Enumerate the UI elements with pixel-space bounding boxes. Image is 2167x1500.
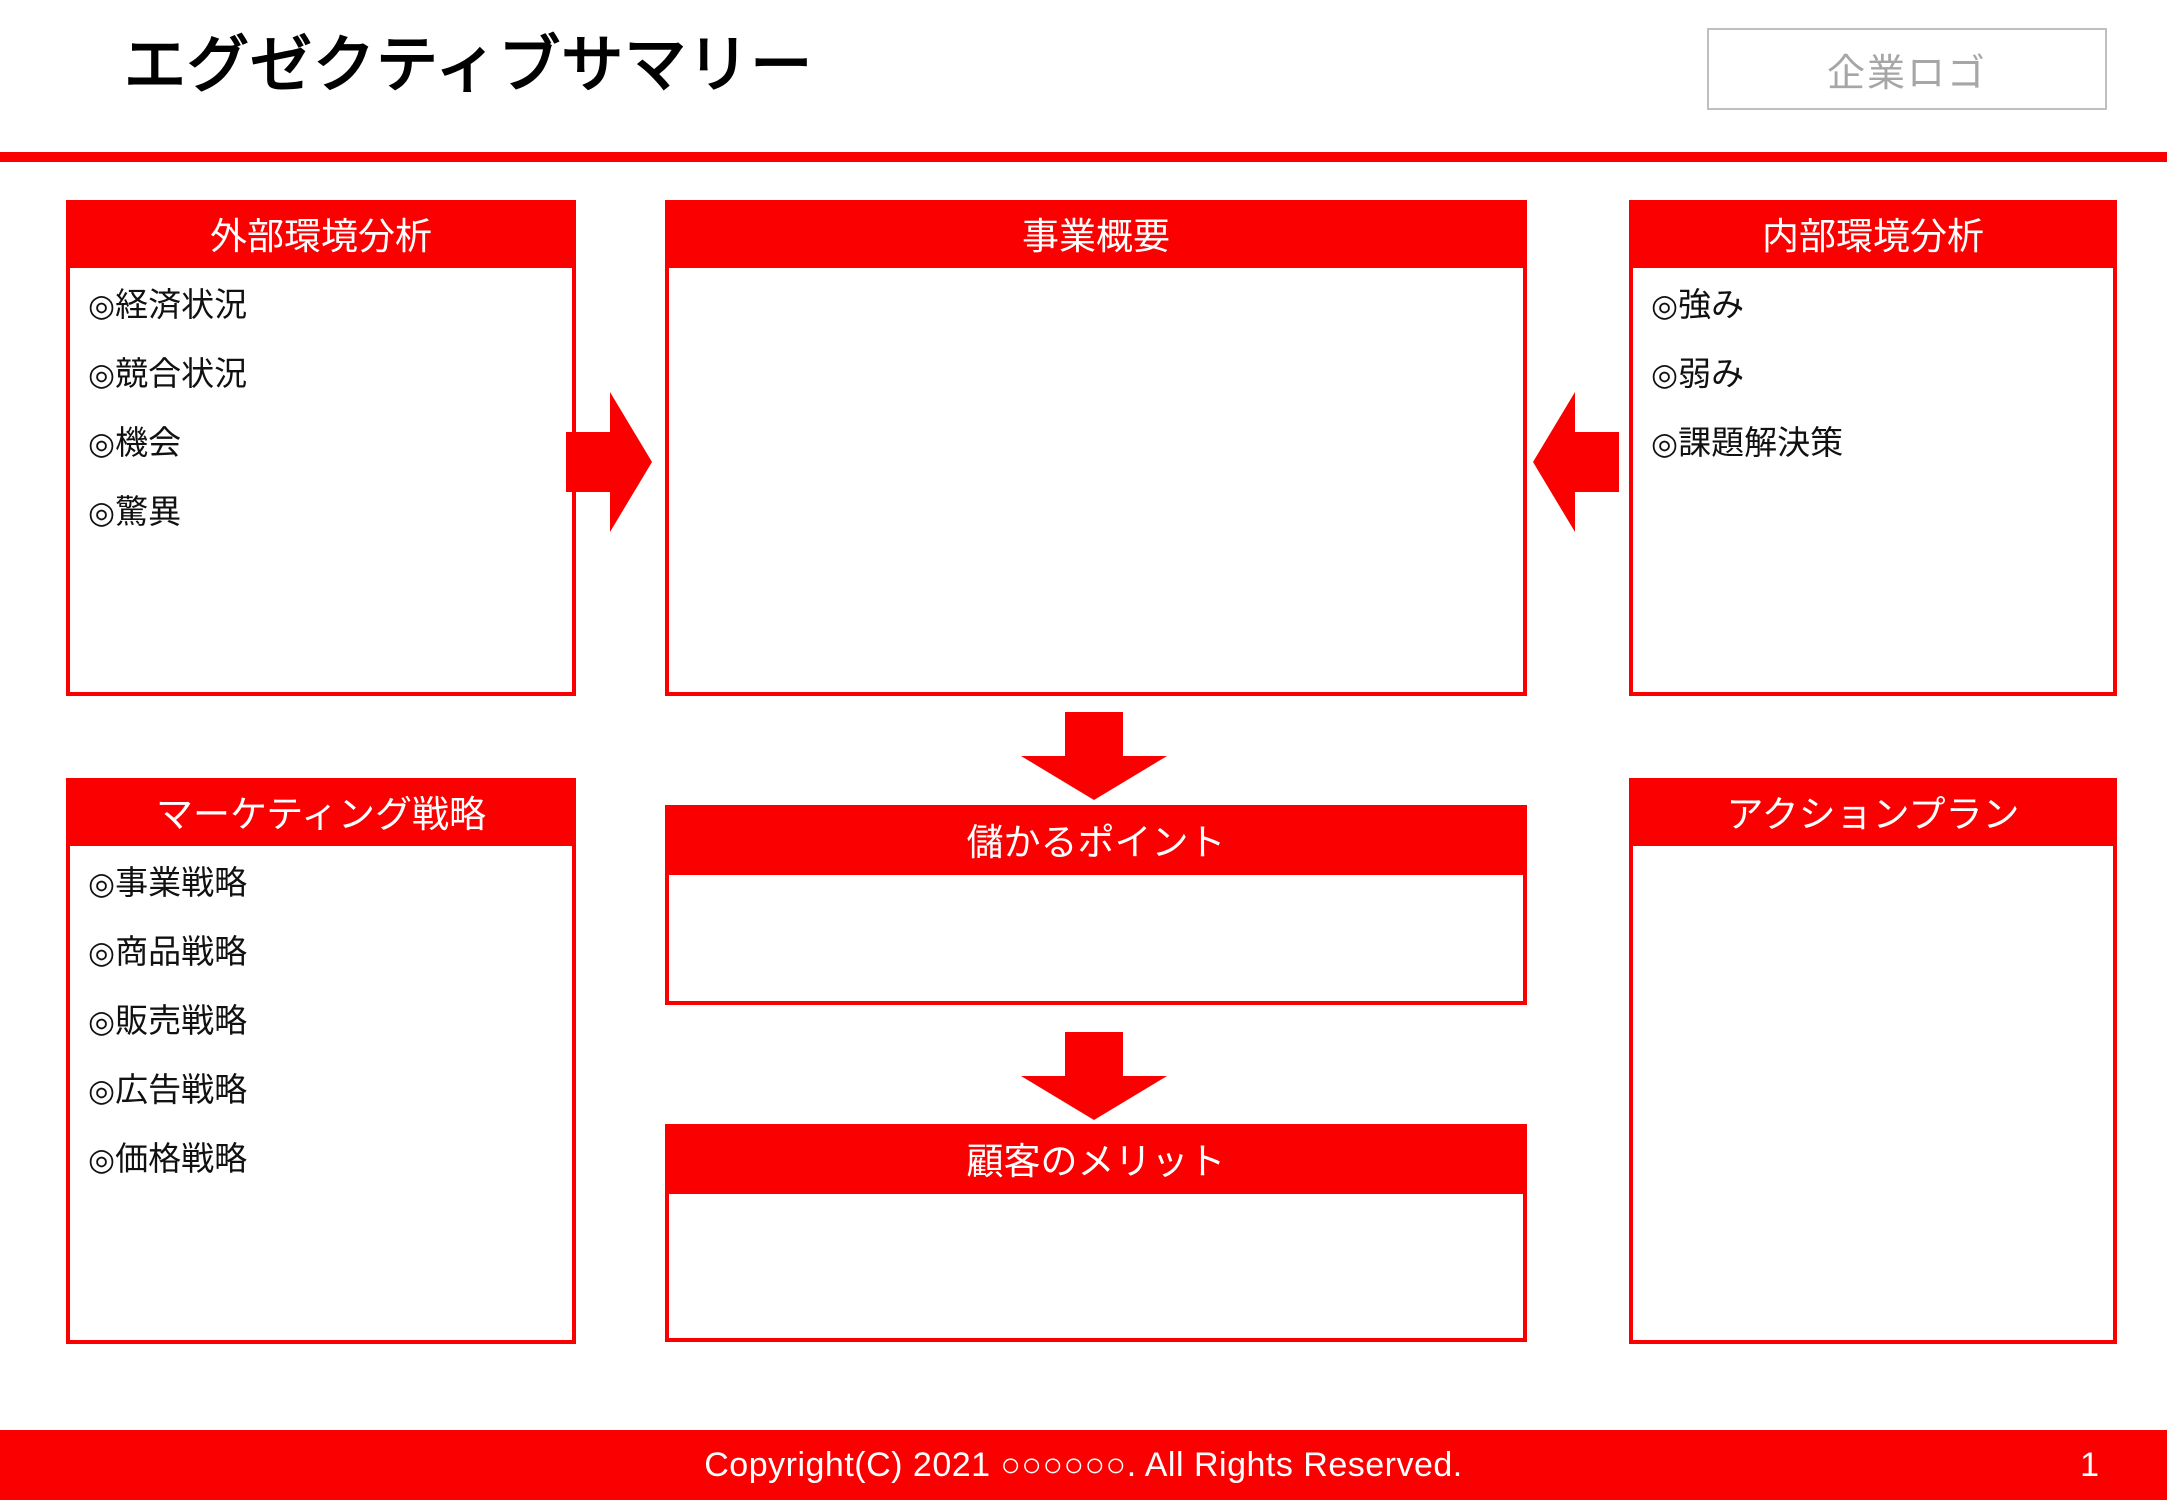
bullet-marker-icon: ◎ — [88, 866, 116, 901]
bullet-marker-icon: ◎ — [88, 1073, 116, 1108]
bullet-marker-icon: ◎ — [88, 357, 116, 392]
list-item-label: 機会 — [115, 424, 182, 461]
list-item-label: 経済状況 — [115, 286, 248, 323]
bullet-marker-icon: ◎ — [88, 935, 116, 970]
bullet-marker-icon: ◎ — [1651, 288, 1679, 323]
list-item-label: 商品戦略 — [115, 933, 248, 970]
arrow-down-icon — [1021, 712, 1167, 800]
bullet-marker-icon: ◎ — [88, 1142, 116, 1177]
panel-action-plan-heading: アクションプラン — [1633, 782, 2113, 846]
arrow-left-icon — [1533, 392, 1619, 532]
panel-external-analysis: 外部環境分析 ◎経済状況 ◎競合状況 ◎機会 ◎驚異 — [66, 200, 576, 696]
list-item-label: 驚異 — [115, 493, 182, 530]
panel-customer-benefit-body[interactable] — [669, 1194, 1523, 1338]
list-item: ◎事業戦略 — [88, 866, 554, 899]
panel-internal-analysis-heading: 内部環境分析 — [1633, 204, 2113, 268]
arrow-right-icon — [566, 392, 652, 532]
list-item: ◎経済状況 — [88, 288, 554, 321]
list-item: ◎商品戦略 — [88, 935, 554, 968]
panel-marketing-strategy: マーケティング戦略 ◎事業戦略 ◎商品戦略 ◎販売戦略 ◎広告戦略 ◎価格戦略 — [66, 778, 576, 1344]
panel-marketing-strategy-body: ◎事業戦略 ◎商品戦略 ◎販売戦略 ◎広告戦略 ◎価格戦略 — [70, 846, 572, 1340]
panel-action-plan: アクションプラン — [1629, 778, 2117, 1344]
list-item: ◎強み — [1651, 288, 2095, 321]
panel-business-overview-heading: 事業概要 — [669, 204, 1523, 268]
panel-action-plan-body[interactable] — [1633, 846, 2113, 1340]
list-item-label: 強み — [1678, 286, 1745, 323]
list-item-label: 販売戦略 — [115, 1002, 248, 1039]
panel-profit-points-body[interactable] — [669, 875, 1523, 1001]
header-divider-rule — [0, 152, 2167, 162]
list-item: ◎機会 — [88, 426, 554, 459]
list-item: ◎価格戦略 — [88, 1142, 554, 1175]
company-logo-label: 企業ロゴ — [1826, 52, 1987, 95]
list-item: ◎広告戦略 — [88, 1073, 554, 1106]
panel-profit-points: 儲かるポイント — [665, 805, 1527, 1005]
panel-external-analysis-body: ◎経済状況 ◎競合状況 ◎機会 ◎驚異 — [70, 268, 572, 692]
copyright-text: Copyright(C) 2021 ○○○○○○. All Rights Res… — [704, 1445, 1463, 1484]
list-item: ◎競合状況 — [88, 357, 554, 390]
list-item-label: 競合状況 — [115, 355, 248, 392]
panel-profit-points-heading: 儲かるポイント — [669, 809, 1523, 875]
list-item-label: 弱み — [1678, 355, 1745, 392]
list-item: ◎驚異 — [88, 495, 554, 528]
page-number: 1 — [2080, 1445, 2099, 1484]
bullet-marker-icon: ◎ — [88, 495, 116, 530]
panel-internal-analysis-body: ◎強み ◎弱み ◎課題解決策 — [1633, 268, 2113, 692]
list-item-label: 事業戦略 — [115, 864, 248, 901]
bullet-marker-icon: ◎ — [88, 288, 116, 323]
panel-marketing-strategy-heading: マーケティング戦略 — [70, 782, 572, 846]
list-item: ◎弱み — [1651, 357, 2095, 390]
panel-customer-benefit-heading: 顧客のメリット — [669, 1128, 1523, 1194]
panel-business-overview-body[interactable] — [669, 268, 1523, 692]
list-item-label: 価格戦略 — [115, 1140, 248, 1177]
slide-header: エグゼクティブサマリー 企業ロゴ — [0, 0, 2167, 152]
panel-customer-benefit: 顧客のメリット — [665, 1124, 1527, 1342]
list-item: ◎販売戦略 — [88, 1004, 554, 1037]
arrow-down-icon — [1021, 1032, 1167, 1120]
slide-footer: Copyright(C) 2021 ○○○○○○. All Rights Res… — [0, 1430, 2167, 1500]
panel-external-analysis-heading: 外部環境分析 — [70, 204, 572, 268]
panel-internal-analysis: 内部環境分析 ◎強み ◎弱み ◎課題解決策 — [1629, 200, 2117, 696]
list-item-label: 広告戦略 — [115, 1071, 248, 1108]
company-logo-placeholder: 企業ロゴ — [1707, 28, 2107, 110]
panel-business-overview: 事業概要 — [665, 200, 1527, 696]
bullet-marker-icon: ◎ — [1651, 426, 1679, 461]
list-item-label: 課題解決策 — [1678, 424, 1844, 461]
page-title: エグゼクティブサマリー — [124, 31, 814, 100]
bullet-marker-icon: ◎ — [88, 426, 116, 461]
list-item: ◎課題解決策 — [1651, 426, 2095, 459]
bullet-marker-icon: ◎ — [88, 1004, 116, 1039]
bullet-marker-icon: ◎ — [1651, 357, 1679, 392]
